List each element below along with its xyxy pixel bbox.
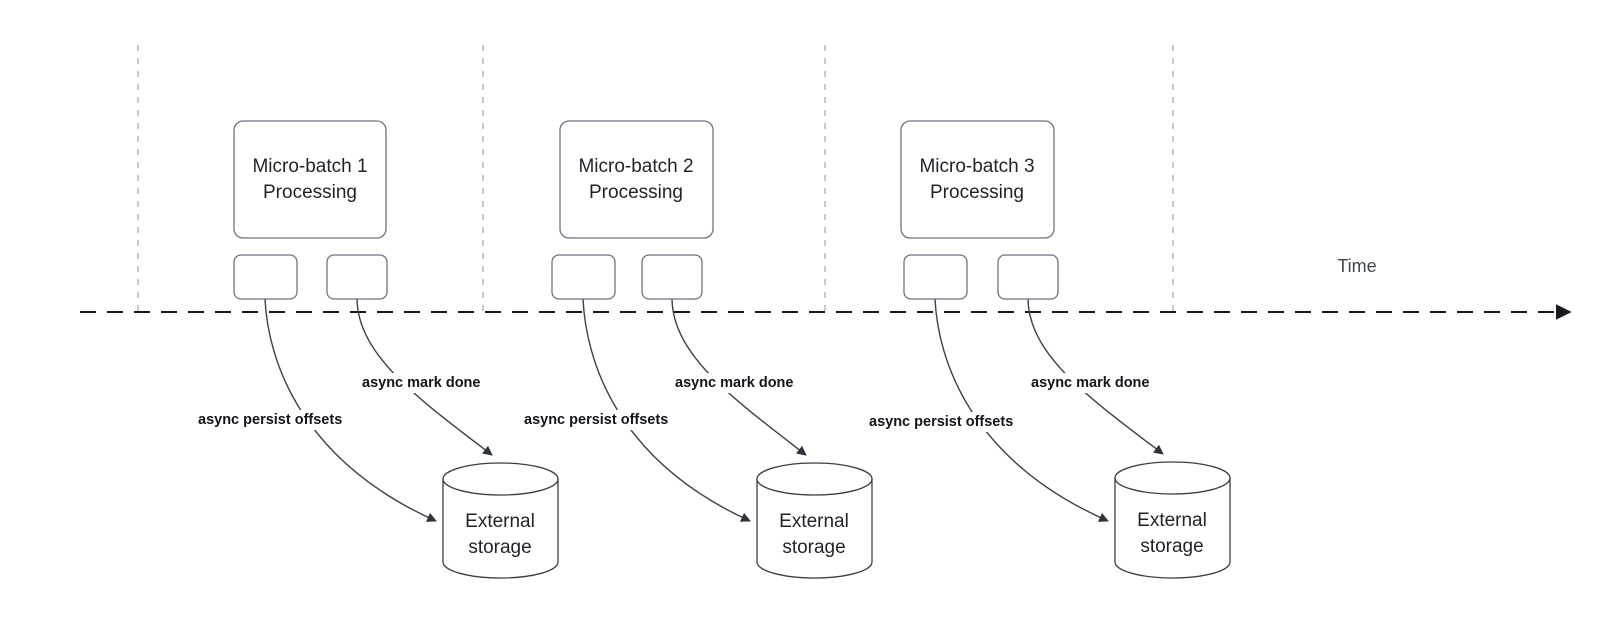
task-box-mark-3[interactable]	[997, 254, 1059, 300]
async-mark-done-label-2: async mark done	[675, 375, 793, 391]
process-box-1-line2: Processing	[263, 182, 357, 203]
micro-batch-group-1: Micro-batch 1 Processing External storag…	[192, 120, 559, 579]
async-persist-offsets-label-2: async persist offsets	[524, 412, 668, 428]
external-storage-3[interactable]: External storage	[1114, 461, 1231, 579]
async-mark-done-label-3: async mark done	[1031, 375, 1149, 391]
external-storage-3-line1: External	[1137, 510, 1207, 531]
external-storage-2-line2: storage	[782, 537, 845, 558]
process-box-3-line2: Processing	[930, 182, 1024, 203]
time-axis-label: Time	[1337, 256, 1376, 276]
process-box-1[interactable]	[233, 120, 387, 239]
task-box-mark-1[interactable]	[326, 254, 388, 300]
micro-batch-group-2: Micro-batch 2 Processing External storag…	[518, 120, 873, 579]
external-storage-1[interactable]: External storage	[442, 462, 559, 579]
task-box-persist-1[interactable]	[233, 254, 298, 300]
external-storage-2[interactable]: External storage	[756, 462, 873, 579]
task-box-mark-2[interactable]	[641, 254, 703, 300]
async-persist-offsets-label-1: async persist offsets	[198, 412, 342, 428]
process-box-2-line1: Micro-batch 2	[578, 156, 693, 177]
process-box-2-line2: Processing	[589, 182, 683, 203]
async-mark-done-label-1: async mark done	[362, 375, 480, 391]
time-axis-group: Time	[80, 256, 1572, 320]
external-storage-3-line2: storage	[1140, 536, 1203, 557]
process-box-3-line1: Micro-batch 3	[919, 156, 1034, 177]
task-box-persist-3[interactable]	[903, 254, 968, 300]
boundary-lines-group	[137, 45, 1174, 314]
process-box-3[interactable]	[900, 120, 1055, 239]
micro-batch-group-3: Micro-batch 3 Processing External storag…	[863, 120, 1231, 579]
connector-persist-offsets-3	[934, 298, 1109, 522]
async-persist-offsets-label-3: async persist offsets	[869, 414, 1013, 430]
process-box-1-line1: Micro-batch 1	[252, 156, 367, 177]
task-box-persist-2[interactable]	[551, 254, 616, 300]
external-storage-2-line1: External	[779, 511, 849, 532]
process-box-2[interactable]	[559, 120, 714, 239]
external-storage-1-line1: External	[465, 511, 535, 532]
external-storage-1-line2: storage	[468, 537, 531, 558]
